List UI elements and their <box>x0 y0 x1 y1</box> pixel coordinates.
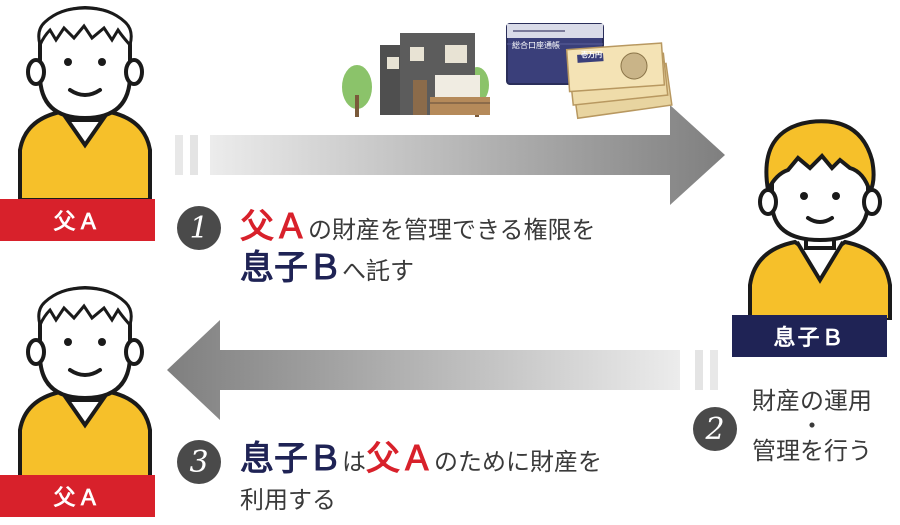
son-icon <box>748 119 892 320</box>
step-1-line2: へ託す <box>342 257 414 285</box>
step-2-dot: ・ <box>800 412 824 440</box>
father-bottom-icon <box>18 285 152 480</box>
step-2-number: 2 <box>693 407 737 451</box>
son-label: 息子Ｂ <box>732 315 887 357</box>
step-3-number: 3 <box>177 440 221 484</box>
arrow-left-icon <box>167 320 718 420</box>
step-3-ha: は <box>342 448 366 476</box>
step-3-line2: 利用する <box>240 486 336 514</box>
step-1-number: 1 <box>177 206 221 250</box>
step-1-son: 息子Ｂ <box>240 248 342 288</box>
step-2-text: 財産の運用 ・ 管理を行う <box>752 385 872 467</box>
step-3-son: 息子Ｂ <box>240 439 342 479</box>
step-3-text: 息子Ｂは父Ａのために財産を 利用する <box>240 440 602 519</box>
step-1-father: 父Ａ <box>240 207 308 247</box>
father-top-label: 父Ａ <box>0 199 155 241</box>
father-top-icon <box>18 5 152 200</box>
house-icon <box>342 33 490 117</box>
banknote-denomination: 壱万円 <box>581 51 602 59</box>
step-3-father: 父Ａ <box>366 439 434 479</box>
step-1-text: 父Ａの財産を管理できる権限を 息子Ｂへ託す <box>240 208 596 290</box>
father-bottom-label: 父Ａ <box>0 475 155 517</box>
bankbook-title: 総合口座通帳 <box>512 41 560 50</box>
arrow-right-icon <box>175 105 725 205</box>
step-1-line1: の財産を管理できる権限を <box>308 216 596 244</box>
step-2-line1: 財産の運用 <box>752 387 872 415</box>
step-3-line1: のために財産を <box>434 448 602 476</box>
banknotes-icon <box>565 42 673 120</box>
step-2-line2: 管理を行う <box>752 437 872 465</box>
